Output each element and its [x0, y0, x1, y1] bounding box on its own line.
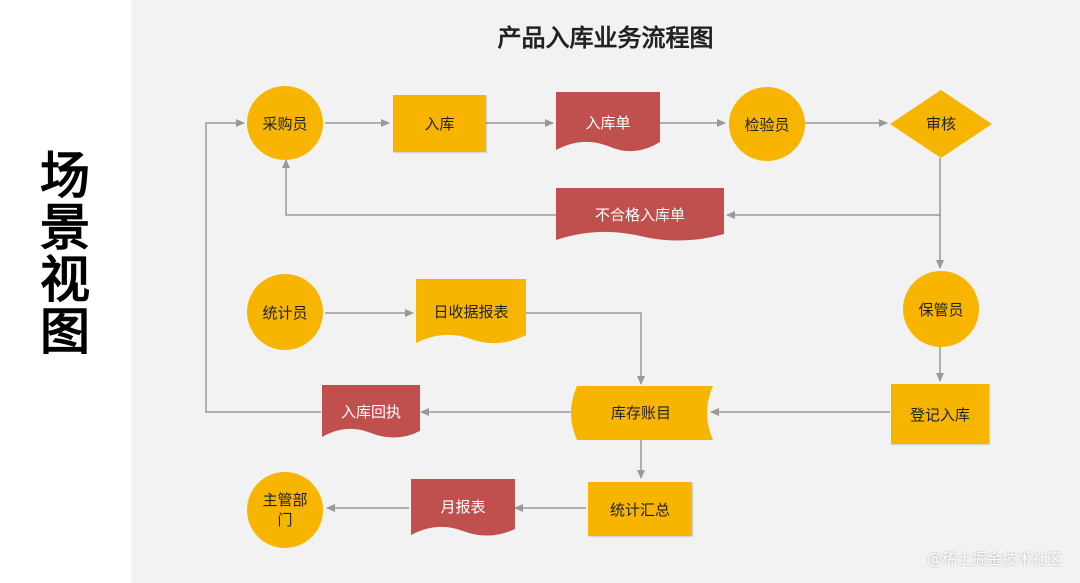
node-label: 登记入库 [909, 405, 970, 424]
flow-edges [205, 119, 944, 512]
node-label: 入库 [424, 115, 455, 133]
node-monthly-report: 月报表 [411, 479, 515, 536]
node-label: 保管员 [918, 300, 964, 319]
side-title-char: 视 [40, 251, 90, 309]
node-label: 统计汇总 [609, 500, 670, 519]
diagram-panel: 产品入库业务流程图 采购员 入库 [131, 0, 1080, 583]
node-custodian: 保管员 [903, 271, 979, 347]
node-label: 月报表 [440, 498, 485, 516]
node-stock-in: 入库 [393, 95, 486, 152]
node-label: 主管部 [262, 491, 308, 509]
node-label: 日收据报表 [433, 303, 508, 321]
node-inspector: 检验员 [729, 87, 805, 161]
node-label: 入库单 [585, 114, 630, 132]
node-stock-in-slip: 入库单 [556, 92, 660, 152]
side-title-char: 景 [40, 199, 90, 257]
node-label: 入库回执 [341, 403, 401, 421]
diagram-title: 产品入库业务流程图 [497, 23, 714, 52]
node-label: 统计员 [262, 303, 308, 322]
node-purchaser: 采购员 [247, 86, 323, 160]
node-manager: 主管部 门 [247, 472, 323, 548]
node-ledger: 库存账目 [571, 386, 713, 440]
edge-reject-purchaser [282, 159, 556, 216]
node-label: 检验员 [744, 115, 790, 134]
node-statistician: 统计员 [247, 274, 323, 350]
node-label: 门 [277, 511, 293, 529]
node-label: 采购员 [262, 114, 308, 133]
edge-review-reject [726, 158, 941, 219]
node-reject-slip: 不合格入库单 [556, 188, 724, 241]
side-title: 场 景 视 图 [30, 150, 100, 358]
node-receipt: 入库回执 [322, 385, 420, 438]
node-register: 登记入库 [891, 384, 989, 444]
node-summary: 统计汇总 [588, 482, 692, 536]
watermark: @稀土掘金技术社区 [926, 550, 1062, 568]
node-label: 审核 [926, 115, 956, 133]
side-title-char: 图 [40, 303, 90, 361]
node-label: 库存账目 [611, 404, 671, 422]
edge-daily-ledger [526, 312, 645, 385]
edge-receipt-purchaser [205, 119, 321, 413]
node-review-decision: 审核 [890, 90, 992, 158]
side-title-char: 场 [40, 147, 90, 205]
node-daily-report: 日收据报表 [416, 279, 526, 344]
node-label: 不合格入库单 [595, 206, 685, 224]
